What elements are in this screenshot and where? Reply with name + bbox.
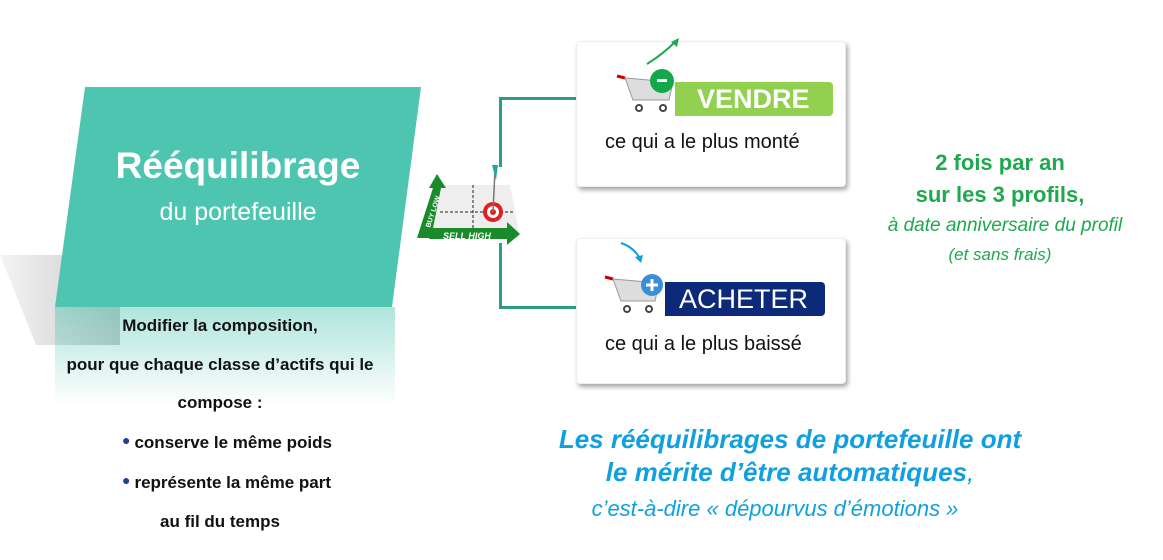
buy-description: ce qui a le plus baissé <box>605 333 802 355</box>
connector <box>499 97 502 167</box>
shopping-cart-remove-icon <box>616 38 679 112</box>
sell-description: ce qui a le plus monté <box>605 131 800 153</box>
bullet-icon: ● <box>122 432 131 448</box>
desc-line: compose : <box>177 393 263 412</box>
connector <box>499 306 576 309</box>
bullet-text: représente la même part <box>134 473 332 492</box>
bullet-item: ●conserve le même poids <box>122 432 422 453</box>
shopping-cart-add-icon <box>604 242 663 313</box>
conclusion-line: c’est-à-dire « dépourvus d’émotions » <box>591 496 959 521</box>
connector <box>499 97 576 100</box>
main-title: Rééquilibrage <box>115 145 361 186</box>
buy-low-sell-high-icon: SELL HIGH BUY LOW <box>417 165 520 245</box>
buy-label: ACHETER <box>665 282 825 316</box>
rebalancing-banner <box>55 87 421 307</box>
desc-line: au fil du temps <box>160 512 280 531</box>
conclusion-suffix: , <box>967 457 975 487</box>
bullet-icon: ● <box>122 472 131 488</box>
desc-line: Modifier la composition, <box>122 316 318 335</box>
conclusion-emphasis: le mérite d’être automatiques <box>605 457 967 487</box>
main-subtitle: du portefeuille <box>159 198 317 226</box>
connector <box>499 243 502 309</box>
conclusion-line: Les rééquilibrages de portefeuille ont <box>558 424 1022 454</box>
frequency-line: 2 fois par an <box>935 150 1065 175</box>
bullet-text: conserve le même poids <box>134 433 332 452</box>
bullet-item: ●représente la même part <box>122 472 422 493</box>
sell-card: VENDRE ce qui a le plus monté <box>576 38 846 187</box>
x-label: SELL HIGH <box>443 231 491 241</box>
banner-reflection <box>55 307 395 527</box>
frequency-line: (et sans frais) <box>948 245 1052 264</box>
conclusion-line: le mérite d’être automatiques, <box>490 457 1090 488</box>
buy-card: ACHETER ce qui a le plus baissé <box>576 238 846 384</box>
desc-line: pour que chaque classe d’actifs qui le <box>66 355 374 374</box>
frequency-line: sur les 3 profils, <box>915 182 1085 207</box>
sell-label: VENDRE <box>675 82 833 116</box>
frequency-line: à date anniversaire du profil <box>887 215 1123 236</box>
